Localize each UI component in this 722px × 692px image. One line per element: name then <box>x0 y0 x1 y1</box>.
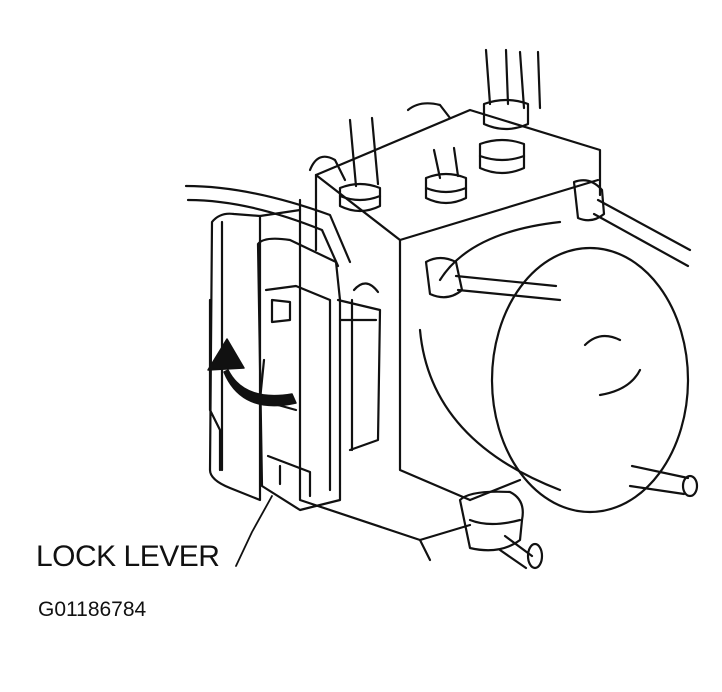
callout-leader-line <box>235 495 273 567</box>
lock-lever-label: LOCK LEVER <box>36 540 220 573</box>
tube-nuts <box>338 98 606 299</box>
hydraulic-block <box>298 102 602 562</box>
pump-motor <box>418 220 699 514</box>
figure-id: G01186784 <box>38 598 147 621</box>
connector-lock-lever[interactable] <box>256 237 382 512</box>
lever-rotation-arrow-icon <box>207 338 297 407</box>
bottom-fitting <box>458 490 544 570</box>
